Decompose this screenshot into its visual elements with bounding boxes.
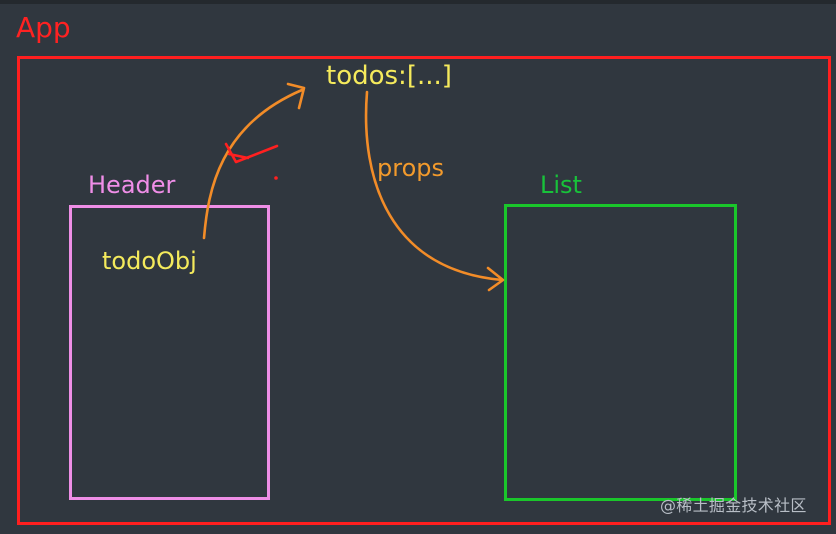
app-label: App xyxy=(16,11,71,44)
header-label: Header xyxy=(88,171,176,199)
top-bar xyxy=(0,0,836,4)
watermark: @稀土掘金技术社区 xyxy=(660,496,807,515)
app-component-box xyxy=(17,56,831,525)
todoobj-label: todoObj xyxy=(102,247,197,275)
list-label: List xyxy=(540,171,582,199)
todos-state-label: todos:[...] xyxy=(326,61,452,91)
header-component-box xyxy=(69,205,270,500)
props-label: props xyxy=(377,154,444,182)
list-component-box xyxy=(504,204,737,501)
